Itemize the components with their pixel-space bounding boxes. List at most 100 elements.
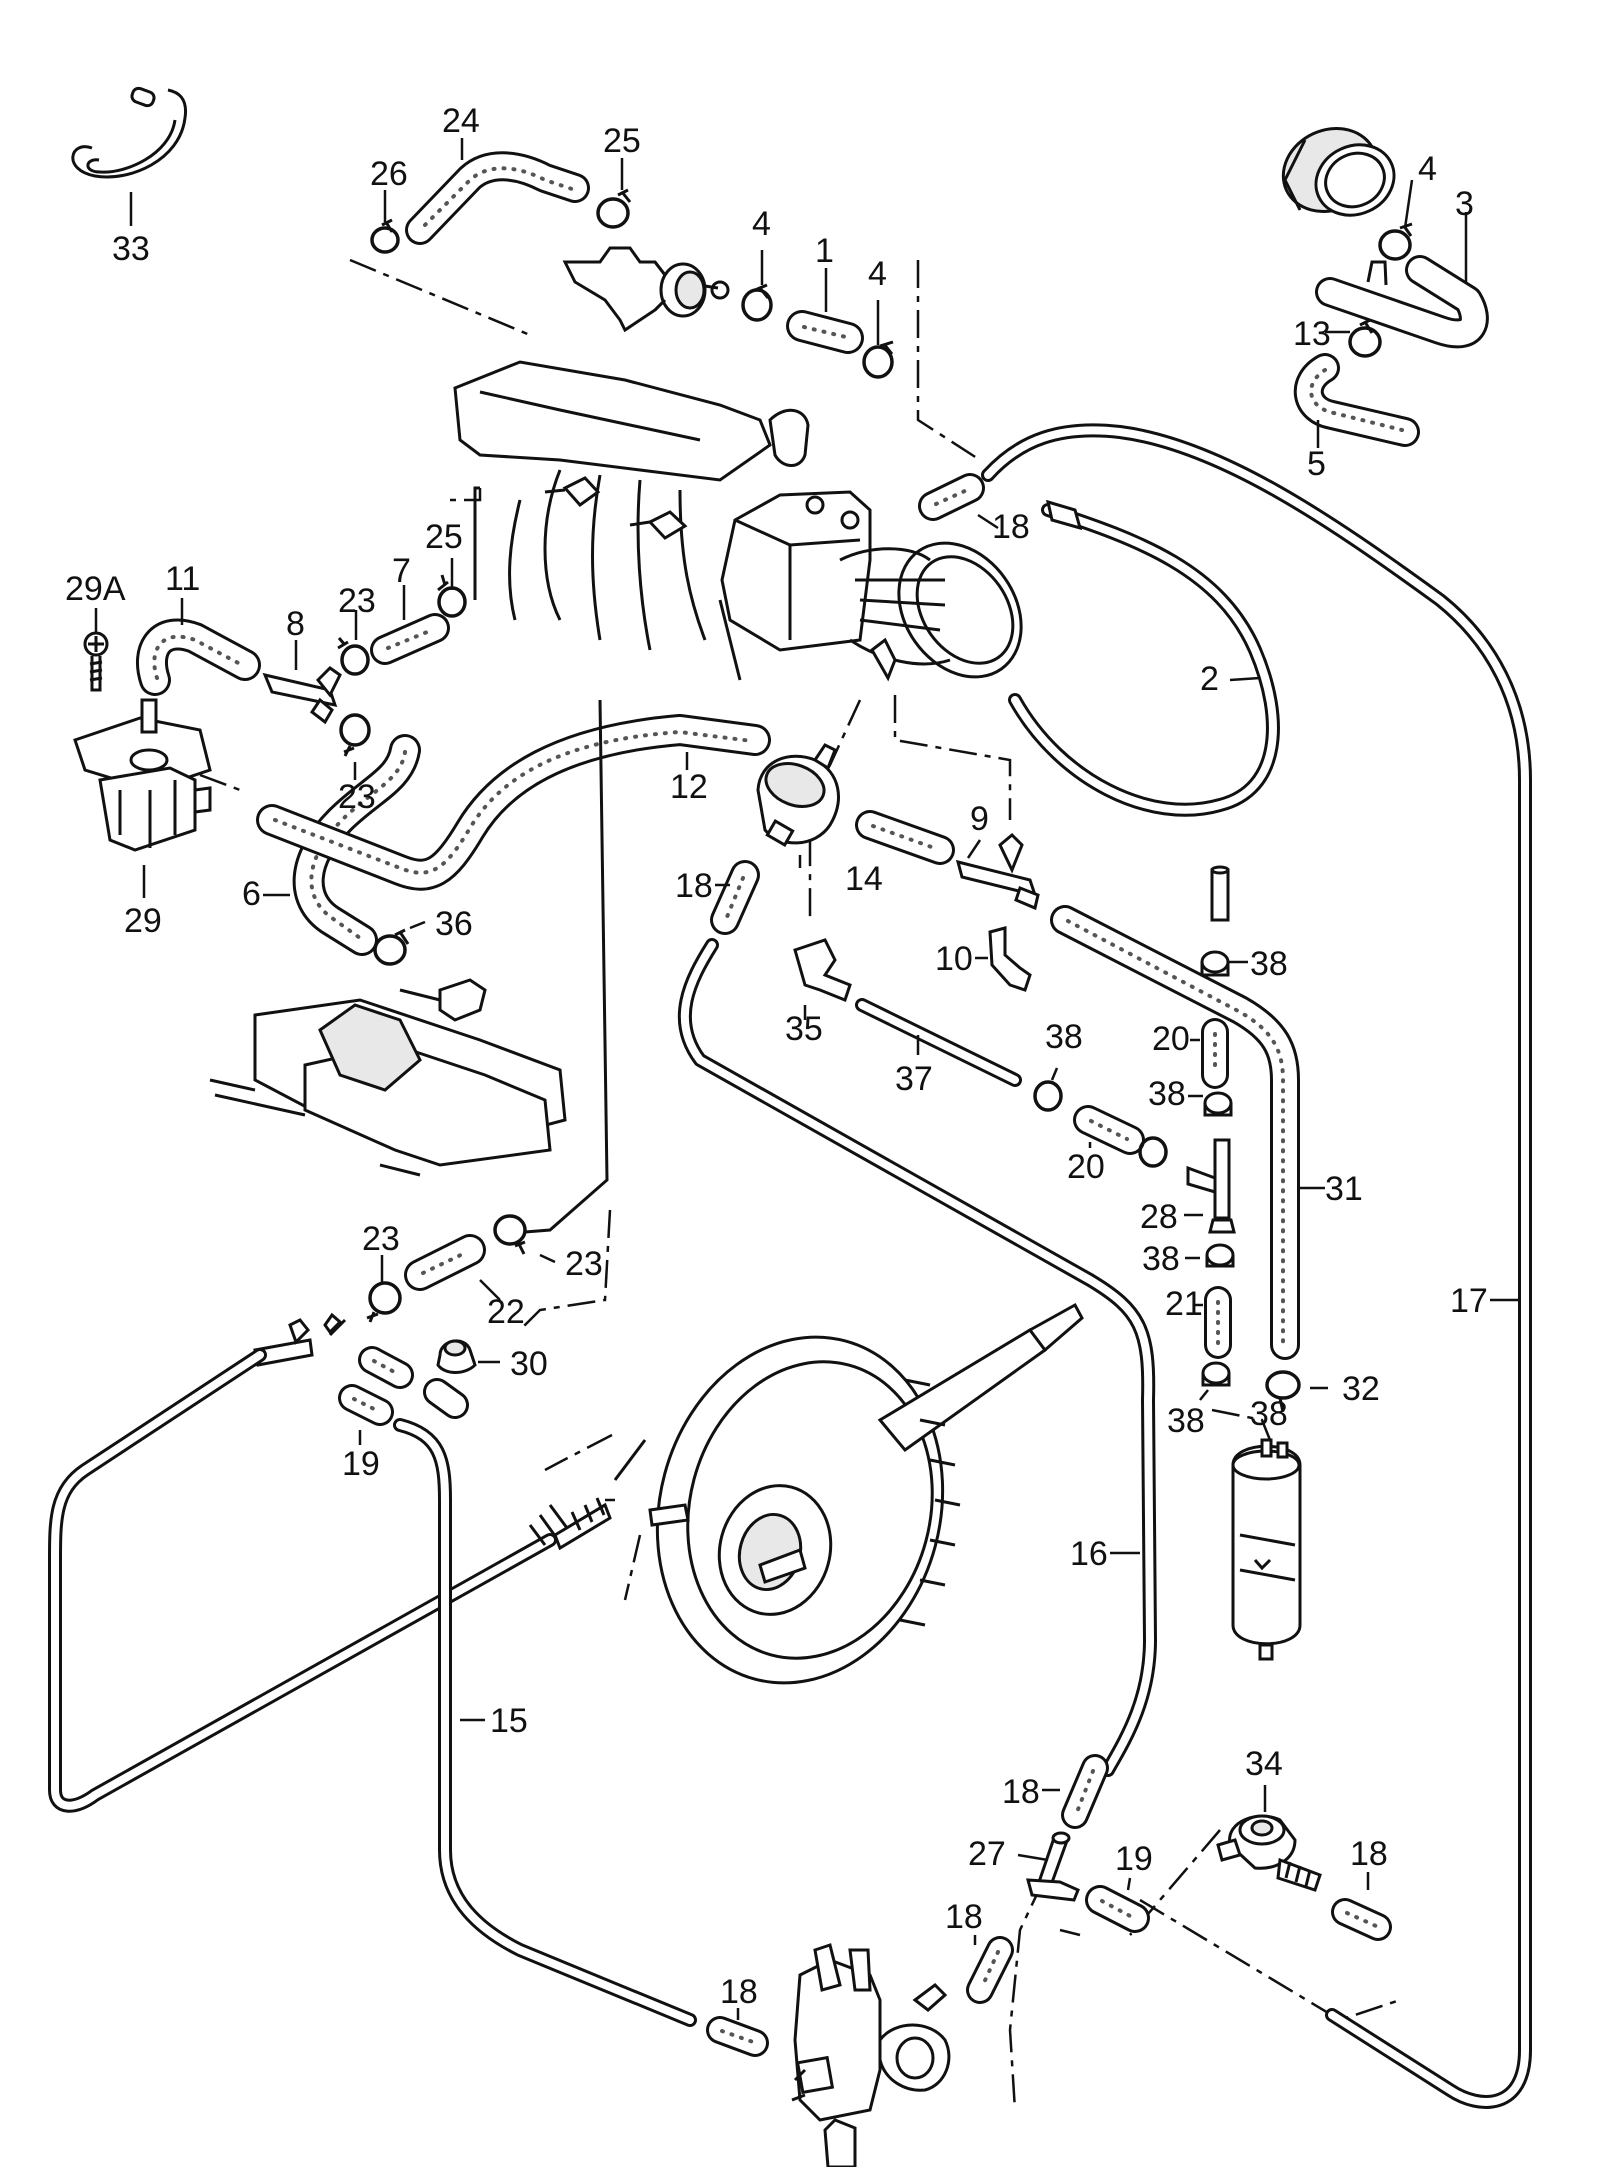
callout-33: 33 bbox=[112, 230, 150, 268]
callout-21: 21 bbox=[1165, 1285, 1203, 1323]
callout-23: 23 bbox=[362, 1220, 400, 1258]
callout-25: 25 bbox=[603, 122, 641, 160]
callout-24: 24 bbox=[442, 102, 480, 140]
callout-2: 2 bbox=[1200, 660, 1219, 698]
callout-6: 6 bbox=[242, 875, 261, 913]
callout-23: 23 bbox=[338, 778, 376, 816]
part-15-tube bbox=[393, 1418, 697, 2027]
callout-34: 34 bbox=[1245, 1745, 1283, 1783]
part-6-hose bbox=[263, 734, 421, 956]
part-38-clamp-c bbox=[1033, 1067, 1063, 1112]
callout-25: 25 bbox=[425, 518, 463, 556]
callout-38: 38 bbox=[1142, 1240, 1180, 1278]
part-23-clamp-a bbox=[337, 610, 370, 676]
callout-14: 14 bbox=[845, 860, 883, 898]
brake-booster bbox=[613, 1302, 1084, 1685]
part-19-hose-bottom bbox=[1085, 1877, 1150, 1933]
part-18-hose-bottom-right bbox=[1331, 1872, 1392, 1941]
callout-17: 17 bbox=[1450, 1282, 1488, 1320]
part-23-clamp-c bbox=[366, 1255, 402, 1323]
callout-27: 27 bbox=[968, 1835, 1006, 1873]
part-12-hose bbox=[256, 714, 771, 891]
part-18-hose-bottom-center bbox=[1042, 1754, 1109, 1829]
part-19-hose-left bbox=[338, 1384, 394, 1445]
part-27-tee bbox=[1017, 1831, 1080, 1902]
part-33-hose-retainer bbox=[71, 86, 188, 226]
callout-18: 18 bbox=[945, 1898, 983, 1936]
part-16-tube bbox=[677, 938, 1157, 1777]
callout-26: 26 bbox=[370, 155, 408, 193]
callout-30: 30 bbox=[510, 1345, 548, 1383]
air-cleaner-boot bbox=[1281, 126, 1396, 217]
part-2-tube bbox=[1008, 499, 1280, 817]
manifold-fittings bbox=[544, 476, 688, 540]
callout-19: 19 bbox=[342, 1445, 380, 1483]
vertical-tube-stub bbox=[1210, 865, 1230, 922]
callout-18: 18 bbox=[675, 867, 713, 905]
part-21-hose bbox=[1195, 1286, 1232, 1359]
part-30-cap bbox=[436, 1339, 500, 1374]
part-1-hose bbox=[786, 268, 864, 354]
part-28-tee bbox=[1184, 1138, 1236, 1234]
callout-8: 8 bbox=[286, 605, 305, 643]
callout-5: 5 bbox=[1307, 445, 1326, 483]
callout-38: 38 bbox=[1250, 1395, 1288, 1433]
part-23-clamp-b bbox=[339, 713, 371, 780]
part-14-regulator bbox=[756, 743, 840, 868]
callout-9: 9 bbox=[970, 800, 989, 838]
callout-10: 10 bbox=[935, 940, 973, 978]
part-20-hose-b bbox=[1073, 1105, 1145, 1155]
part-22-hose bbox=[404, 1234, 501, 1301]
part-3-tee-hose bbox=[1315, 212, 1489, 349]
part-9-hose-and-tee bbox=[855, 810, 1040, 911]
part-26-clamp bbox=[370, 190, 400, 254]
callout-37: 37 bbox=[895, 1060, 933, 1098]
callout-15: 15 bbox=[490, 1702, 528, 1740]
part-34-check-valve bbox=[1216, 1785, 1322, 1892]
callout-16: 16 bbox=[1070, 1535, 1108, 1573]
callout-12: 12 bbox=[670, 768, 708, 806]
charcoal-canister bbox=[1231, 1438, 1302, 1661]
part-38-clamp-d bbox=[1138, 1136, 1168, 1168]
callout-20: 20 bbox=[1152, 1020, 1190, 1058]
part-25-clamp bbox=[596, 158, 632, 229]
part-7-hose bbox=[370, 585, 450, 665]
callout-3: 3 bbox=[1455, 185, 1474, 223]
callout-38: 38 bbox=[1167, 1402, 1205, 1440]
part-23-clamp-d bbox=[493, 699, 609, 1264]
small-hoses bbox=[253, 1312, 469, 1419]
part-31-hose bbox=[1050, 905, 1325, 1360]
valve-assembly bbox=[562, 246, 730, 333]
part-4-clamp-top-right bbox=[1378, 179, 1414, 261]
callout-32: 32 bbox=[1342, 1370, 1380, 1408]
left-loop-tube bbox=[48, 1348, 612, 1813]
part-35-elbow bbox=[793, 938, 852, 1020]
part-8-tee bbox=[262, 640, 342, 725]
part-11-hose bbox=[136, 598, 261, 696]
callout-18: 18 bbox=[1350, 1835, 1388, 1873]
part-25-clamp-left bbox=[437, 486, 480, 618]
callout-29A: 29A bbox=[65, 570, 126, 608]
callout-22: 22 bbox=[487, 1293, 525, 1331]
distributor bbox=[791, 1943, 951, 2167]
callout-19: 19 bbox=[1115, 1840, 1153, 1878]
part-18-hose-upper-right bbox=[918, 473, 999, 530]
part-18-hose-bottom-left bbox=[706, 2008, 769, 2057]
callout-13: 13 bbox=[1293, 315, 1331, 353]
callout-38: 38 bbox=[1045, 1018, 1083, 1056]
engine-cover bbox=[209, 978, 567, 1177]
part-20-hose-a bbox=[1190, 1018, 1229, 1089]
callout-31: 31 bbox=[1325, 1170, 1363, 1208]
callout-18: 18 bbox=[1002, 1773, 1040, 1811]
callout-4: 4 bbox=[1418, 150, 1437, 188]
part-4-clamp-left bbox=[741, 250, 773, 322]
part-29-valve bbox=[73, 698, 212, 898]
callout-11: 11 bbox=[165, 560, 200, 598]
part-18-hose-distributor bbox=[966, 1935, 1014, 2004]
callout-23: 23 bbox=[565, 1245, 603, 1283]
part-10-elbow bbox=[975, 926, 1032, 992]
callout-4: 4 bbox=[868, 255, 887, 293]
callout-38: 38 bbox=[1250, 945, 1288, 983]
throttle-body bbox=[720, 490, 1023, 682]
callout-18: 18 bbox=[992, 508, 1030, 546]
